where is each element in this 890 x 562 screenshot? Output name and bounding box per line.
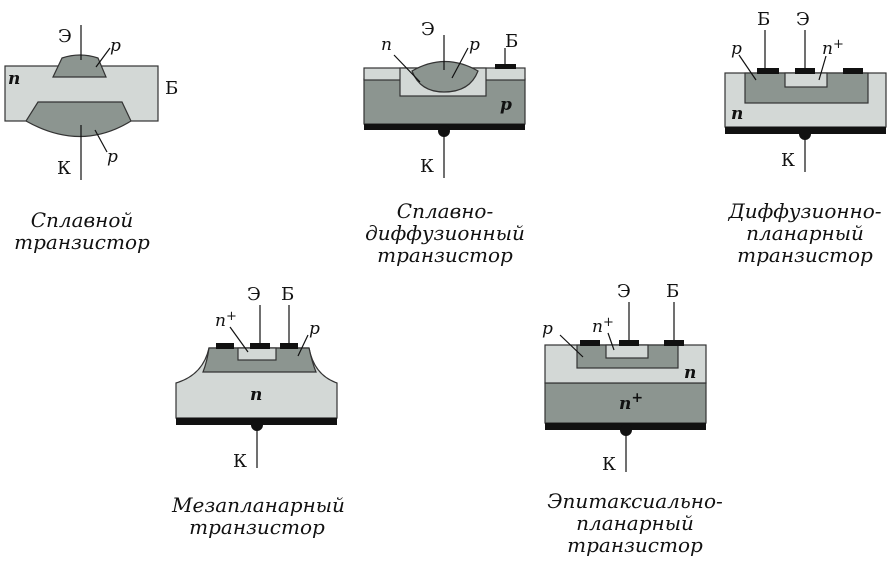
base-contact-right bbox=[664, 340, 684, 346]
p-pointer bbox=[451, 47, 469, 79]
caption-alloy-diffused: Сплавно- диффузионный транзистор bbox=[360, 200, 530, 266]
caption-line: транзистор bbox=[737, 243, 873, 267]
n-label: n bbox=[8, 69, 20, 89]
n-plus-label-substrate-n: n bbox=[619, 394, 631, 414]
p-emitter-region bbox=[411, 61, 479, 93]
n-plus-pointer bbox=[229, 326, 249, 353]
p-pointer-top bbox=[95, 47, 111, 68]
emitter-contact bbox=[795, 68, 815, 74]
p-pointer-bottom bbox=[94, 129, 108, 153]
emitter-p-region bbox=[52, 54, 107, 78]
n-plus-emitter-region bbox=[237, 347, 277, 361]
epitaxial-planar-transistor: Э Б К p n+ n n+ bbox=[542, 281, 707, 475]
base-contact-left bbox=[580, 340, 600, 346]
n-plus-label-upper: n+ bbox=[592, 315, 614, 337]
collector-bond bbox=[438, 125, 450, 137]
base-contact-left bbox=[757, 68, 779, 74]
p-label-bottom: p bbox=[500, 95, 512, 115]
p-pointer bbox=[559, 334, 584, 358]
base-contact-right bbox=[843, 68, 863, 74]
base-contact bbox=[495, 64, 516, 69]
base-label: Б bbox=[165, 78, 178, 99]
collector-bond bbox=[799, 128, 811, 140]
collector-p-region bbox=[25, 101, 132, 137]
n-label: n bbox=[250, 385, 262, 405]
caption-line: Диффузионно- bbox=[728, 199, 882, 223]
caption-line: диффузионный bbox=[365, 221, 525, 245]
n-label: n bbox=[381, 35, 392, 55]
caption-line: Сплавно- bbox=[396, 199, 494, 223]
caption-line: транзистор bbox=[14, 230, 150, 254]
emitter-contact bbox=[619, 340, 639, 346]
n-plus-label-plus: + bbox=[226, 309, 237, 324]
caption-alloy: Сплавной транзистор bbox=[0, 209, 164, 253]
caption-diffused-planar: Диффузионно- планарный транзистор bbox=[720, 200, 890, 266]
n-plus-label: n+ bbox=[822, 37, 844, 59]
alloy-diffused-transistor: Э Б К n p p bbox=[363, 19, 526, 178]
p-pointer bbox=[297, 334, 309, 357]
collector-label: К bbox=[57, 158, 71, 179]
p-label: p bbox=[309, 319, 320, 339]
n-plus-label-upper-plus: + bbox=[603, 315, 614, 330]
n-plus-label-substrate-plus: + bbox=[631, 390, 643, 406]
n-label: n bbox=[684, 363, 696, 383]
p-label-bottom: p bbox=[107, 147, 118, 167]
collector-label: К bbox=[781, 150, 795, 171]
caption-line: Мезапланарный bbox=[172, 493, 345, 517]
caption-line: планарный bbox=[576, 511, 694, 535]
emitter-label: Э bbox=[617, 281, 631, 302]
n-plus-label-n: n bbox=[215, 311, 226, 331]
base-label: Б bbox=[281, 284, 294, 305]
emitter-label: Э bbox=[796, 9, 810, 30]
collector-label: К bbox=[420, 156, 434, 177]
collector-bond bbox=[251, 419, 263, 431]
caption-line: транзистор bbox=[567, 533, 703, 557]
n-plus-label-substrate: n+ bbox=[619, 390, 643, 414]
caption-line: планарный bbox=[746, 221, 864, 245]
p-label: p bbox=[731, 39, 742, 59]
n-plus-pointer bbox=[607, 332, 615, 351]
n-plus-pointer bbox=[818, 55, 827, 81]
n-pointer bbox=[393, 54, 421, 83]
base-label: Б bbox=[757, 9, 770, 30]
emitter-contact bbox=[250, 343, 270, 349]
p-pointer bbox=[738, 54, 757, 81]
base-label: Б bbox=[505, 31, 518, 52]
emitter-label: Э bbox=[247, 284, 261, 305]
n-plus-label: n+ bbox=[215, 309, 237, 331]
caption-epitaxial-planar: Эпитаксиально- планарный транзистор bbox=[540, 490, 730, 556]
caption-line: Сплавной bbox=[30, 208, 134, 232]
emitter-label: Э bbox=[421, 19, 435, 40]
n-plus-label-n: n bbox=[822, 39, 833, 59]
p-label-top: p bbox=[110, 36, 121, 56]
diffused-planar-transistor: Б Э К p n+ n bbox=[724, 9, 887, 172]
caption-line: Эпитаксиально- bbox=[547, 489, 723, 513]
base-contact-right bbox=[280, 343, 298, 349]
base-contact-left bbox=[216, 343, 234, 349]
emitter-label: Э bbox=[58, 26, 72, 47]
collector-bond bbox=[620, 424, 632, 436]
caption-line: транзистор bbox=[377, 243, 513, 267]
mesa-planar-transistor: Э Б К n+ p n bbox=[175, 284, 338, 472]
caption-line: транзистор bbox=[189, 515, 325, 539]
p-label-top: p bbox=[469, 35, 480, 55]
collector-label: К bbox=[233, 451, 247, 472]
alloy-transistor: Э Б К p p n bbox=[4, 25, 178, 180]
caption-mesa-planar: Мезапланарный транзистор bbox=[172, 493, 345, 539]
n-plus-label-plus: + bbox=[833, 37, 844, 52]
p-label: p bbox=[542, 319, 553, 339]
n-label: n bbox=[731, 104, 743, 124]
n-plus-label-upper-n: n bbox=[592, 317, 603, 337]
base-label: Б bbox=[666, 281, 679, 302]
collector-label: К bbox=[602, 454, 616, 475]
